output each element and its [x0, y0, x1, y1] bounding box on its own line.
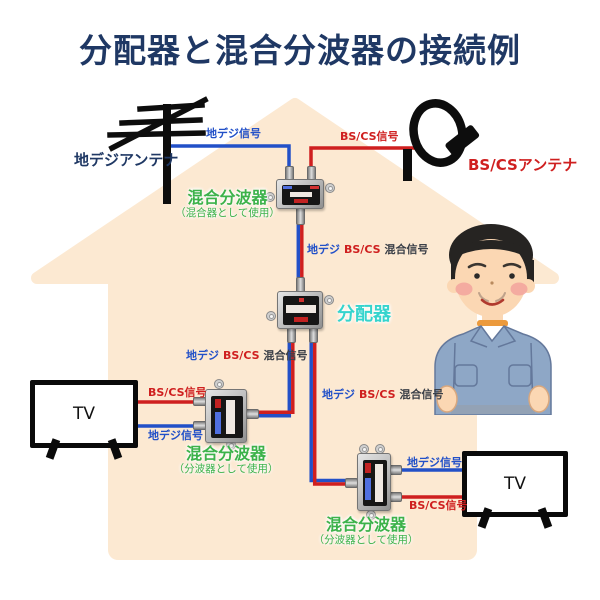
terrestrial-signal-label-tv-left: 地デジ信号	[148, 429, 203, 442]
satellite-signal-label-top: BS/CS信号	[340, 130, 399, 143]
cable-branch-left-blue	[250, 338, 292, 418]
separator-left-input-connector	[245, 409, 259, 419]
mixer-device-label: 混合分波器 （混合器として使用）	[175, 188, 280, 220]
device-label-panel	[282, 185, 320, 205]
person-face	[455, 239, 527, 317]
page-title: 分配器と混合分波器の接続例	[79, 31, 521, 70]
person-collar	[477, 320, 508, 327]
person-illustration	[434, 224, 552, 415]
mixer-device	[276, 179, 324, 209]
separator-right-device-label: 混合分波器 （分波器として使用）	[313, 515, 419, 547]
tv-left: TV	[30, 380, 138, 460]
terrestrial-antenna-label: 地デジアンテナ	[74, 151, 179, 169]
cable-branch-right-red	[312, 338, 350, 486]
mixer-mount-ear	[265, 192, 275, 202]
cable-satellite-feed	[309, 146, 420, 172]
tv-right-label: TV	[503, 474, 526, 494]
separator-right-device	[357, 453, 391, 511]
separator-left-mount-ear	[214, 379, 224, 389]
person-jacket	[434, 325, 552, 415]
satellite-signal-label-tv-right: BS/CS信号	[409, 499, 468, 512]
satellite-antenna-label: BS/CSアンテナ	[468, 156, 578, 174]
splitter-device	[277, 291, 323, 329]
terrestrial-signal-label-tv-right: 地デジ信号	[407, 456, 462, 469]
tv-left-label: TV	[72, 404, 95, 424]
tv-right: TV	[462, 451, 568, 529]
terrestrial-signal-label-top: 地デジ信号	[206, 127, 261, 140]
separator-left-device	[205, 389, 247, 443]
cable-branch-left-red	[250, 338, 295, 415]
splitter-device-label: 分配器	[337, 304, 391, 325]
splitter-mount-ear	[324, 295, 334, 305]
splitter-mount-ear	[266, 311, 276, 321]
cable-terrestrial-feed	[170, 144, 291, 172]
satellite-signal-label-tv-left: BS/CS信号	[148, 386, 207, 399]
satellite-dish-icon	[403, 99, 480, 181]
device-label-panel	[211, 396, 243, 438]
device-label-panel	[283, 296, 319, 325]
device-label-panel	[363, 460, 387, 506]
cable-branch-right-blue	[309, 338, 350, 483]
separator-left-device-label: 混合分波器 （分波器として使用）	[173, 444, 279, 476]
mixer-mount-ear	[325, 183, 335, 193]
terrestrial-antenna-icon	[107, 96, 209, 204]
